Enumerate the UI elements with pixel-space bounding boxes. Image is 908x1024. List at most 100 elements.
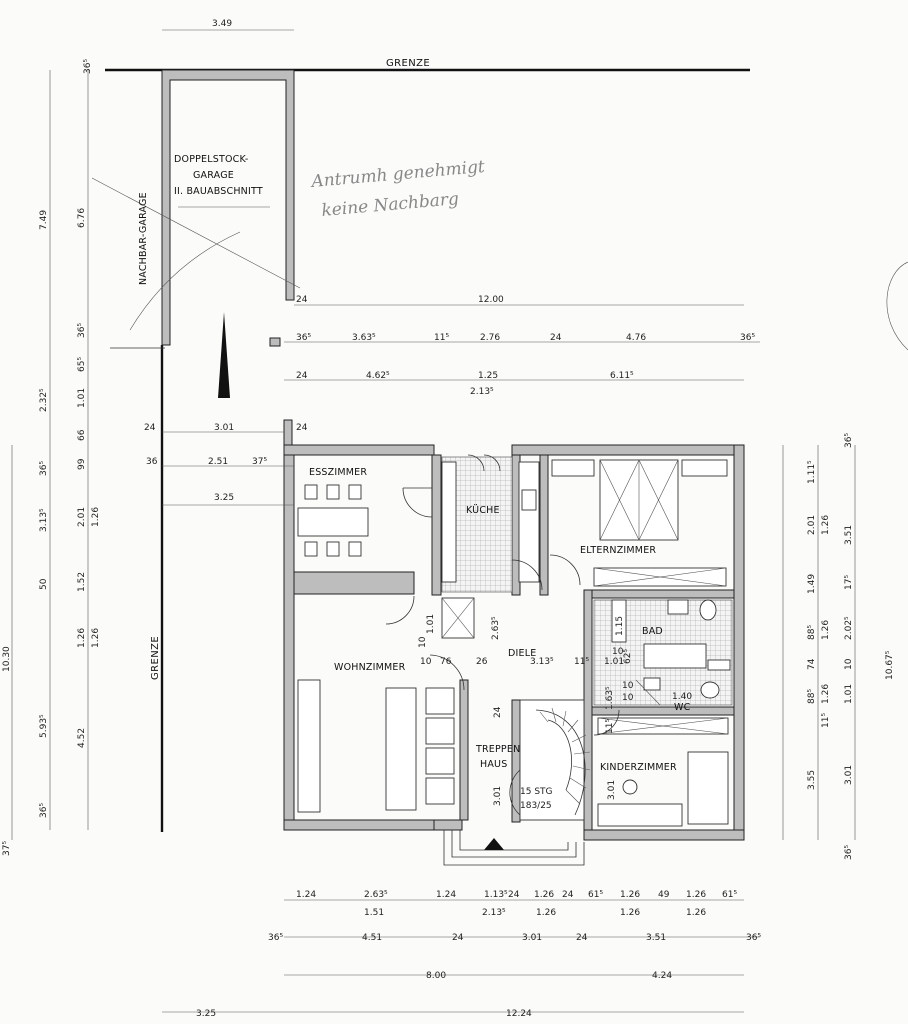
dim-h-301: 3.01 — [214, 423, 234, 433]
dimension-lines — [11, 29, 856, 1013]
dim-b1-49: 49 — [658, 890, 670, 900]
dim-b1-126-c: 1.26 — [686, 890, 706, 900]
dim-in-140: 1.40 — [672, 692, 692, 702]
room-label-kinderzimmer: KINDERZIMMER — [600, 762, 677, 773]
garage-label-1: DOPPELSTOCK- — [174, 154, 249, 165]
dim-r-149: 1.49 — [807, 574, 817, 594]
interior-walls — [293, 454, 735, 831]
dim-b4-800: 8.00 — [426, 971, 446, 981]
grenze-top-label: GRENZE — [386, 58, 430, 69]
dim-h-24-b: 24 — [550, 333, 562, 343]
dim-r-175: 17⁵ — [844, 575, 854, 590]
garage-label-3: II. BAUABSCHNITT — [174, 186, 263, 197]
dim-b3-301: 3.01 — [522, 933, 542, 943]
dim-r-74: 74 — [807, 658, 817, 670]
dim-left-50: 50 — [39, 578, 49, 590]
dim-in-2635: 2.63⁵ — [491, 616, 501, 640]
dim-left-749: 7.49 — [39, 210, 49, 230]
dim-r-101: 1.01 — [844, 684, 854, 704]
dim-left-655: 65⁵ — [77, 357, 87, 372]
dim-b2-151: 1.51 — [364, 908, 384, 918]
grenze-side-label: GRENZE — [150, 636, 161, 680]
dim-r-885: 88⁵ — [807, 625, 817, 640]
dim-h-4625: 4.62⁵ — [366, 371, 390, 381]
dim-h-476: 4.76 — [626, 333, 646, 343]
dim-left-452: 4.52 — [77, 728, 87, 748]
esszimmer-furniture — [297, 484, 433, 557]
room-label-elternzimmer: ELTERNZIMMER — [580, 545, 656, 556]
room-label-bad: BAD — [642, 626, 663, 637]
dim-r-301: 3.01 — [844, 765, 854, 785]
room-label-kueche: KÜCHE — [466, 505, 500, 516]
dim-b2-126-a: 1.26 — [536, 908, 556, 918]
dim-b2-126-c: 1.26 — [686, 908, 706, 918]
dim-in-76: 76 — [440, 657, 452, 667]
dim-r-126-a: 1.26 — [821, 515, 831, 535]
dim-left-5935: 5.93⁵ — [39, 714, 49, 738]
dim-b3-24-a: 24 — [452, 933, 464, 943]
dim-b1-126-a: 1.26 — [534, 890, 554, 900]
dim-in-10-b: 10 — [420, 657, 432, 667]
dim-r-365-bot: 36⁵ — [844, 845, 854, 860]
dim-left-365-d: 36⁵ — [39, 803, 49, 818]
dim-b1-615-b: 61⁵ — [722, 890, 737, 900]
dim-in-10-e: 10 — [622, 681, 634, 691]
dim-b3-451: 4.51 — [362, 933, 382, 943]
dim-left-66: 66 — [77, 429, 87, 441]
dim-in-301-a: 3.01 — [493, 786, 503, 806]
dim-h-365-a: 36⁵ — [296, 333, 311, 343]
dim-in-1635: 1.63⁵ — [605, 686, 615, 710]
dim-left-152: 1.52 — [77, 572, 87, 592]
dim-h-3635: 3.63⁵ — [352, 333, 376, 343]
dim-in-26: 26 — [476, 657, 488, 667]
stair-steps-label: 15 STG — [520, 787, 553, 797]
nachbar-garage-label: NACHBAR-GARAGE — [138, 192, 149, 285]
room-label-esszimmer: ESSZIMMER — [309, 467, 367, 478]
wohnzimmer-furniture — [297, 679, 455, 813]
room-label-treppenhaus-2: HAUS — [480, 759, 507, 770]
dim-in-115-c: 11⁵ — [605, 719, 615, 734]
dim-h-36: 36 — [146, 457, 158, 467]
dim-in-24: 24 — [493, 706, 503, 718]
room-label-treppenhaus-1: TREPPEN — [475, 744, 520, 755]
dim-b1-1135: 1.13⁵ — [484, 890, 508, 900]
dim-left-365-c: 36⁵ — [39, 461, 49, 476]
dim-r-351: 3.51 — [844, 525, 854, 545]
dim-left-2325: 2.32⁵ — [39, 388, 49, 412]
dim-h-24-d: 24 — [144, 423, 156, 433]
dim-h-1200: 12.00 — [478, 295, 504, 305]
dim-b1-615-a: 61⁵ — [588, 890, 603, 900]
dim-h-325: 3.25 — [214, 493, 234, 503]
dim-r-126-c: 1.26 — [821, 684, 831, 704]
dim-h-115: 11⁵ — [434, 333, 449, 343]
dim-in-3135: 3.13⁵ — [530, 657, 554, 667]
dim-r-355: 3.55 — [807, 770, 817, 790]
dim-in-101-b: 1.01 — [604, 657, 624, 667]
dim-b1-24-a: 24 — [508, 890, 520, 900]
room-label-wohnzimmer: WOHNZIMMER — [334, 662, 406, 673]
handwritten-note-1: Antrumh genehmigt — [309, 157, 486, 192]
dim-in-10-a: 10 — [418, 636, 428, 648]
dim-in-115-a: 11⁵ — [574, 657, 589, 667]
dim-in-115-b: 1.15 — [615, 616, 625, 636]
dim-b1-2635: 2.63⁵ — [364, 890, 388, 900]
kinderzimmer-furniture — [593, 709, 729, 827]
dim-left-126-c: 1.26 — [91, 628, 101, 648]
dim-top-garage-width: 3.49 — [212, 19, 232, 29]
room-label-wc: WC — [674, 702, 691, 713]
dim-in-625: 62⁵ — [623, 649, 633, 664]
dim-left-375: 37⁵ — [2, 841, 12, 856]
scan-edge-arc — [886, 261, 908, 351]
dim-r-115: 11⁵ — [821, 713, 831, 728]
dim-in-301-b: 3.01 — [607, 780, 617, 800]
kueche-fixtures — [441, 454, 543, 593]
dim-h-6115: 6.11⁵ — [610, 371, 634, 381]
dim-b5-1224: 12.24 — [506, 1009, 532, 1019]
dim-h-375: 37⁵ — [252, 457, 267, 467]
dim-b3-351: 3.51 — [646, 933, 666, 943]
dim-r-126-b: 1.26 — [821, 620, 831, 640]
dim-r-2025: 2.02⁵ — [844, 616, 854, 640]
dim-left-3135: 3.13⁵ — [39, 508, 49, 532]
dim-in-10-c: 10 — [612, 647, 624, 657]
dim-h-24-c: 24 — [296, 371, 308, 381]
